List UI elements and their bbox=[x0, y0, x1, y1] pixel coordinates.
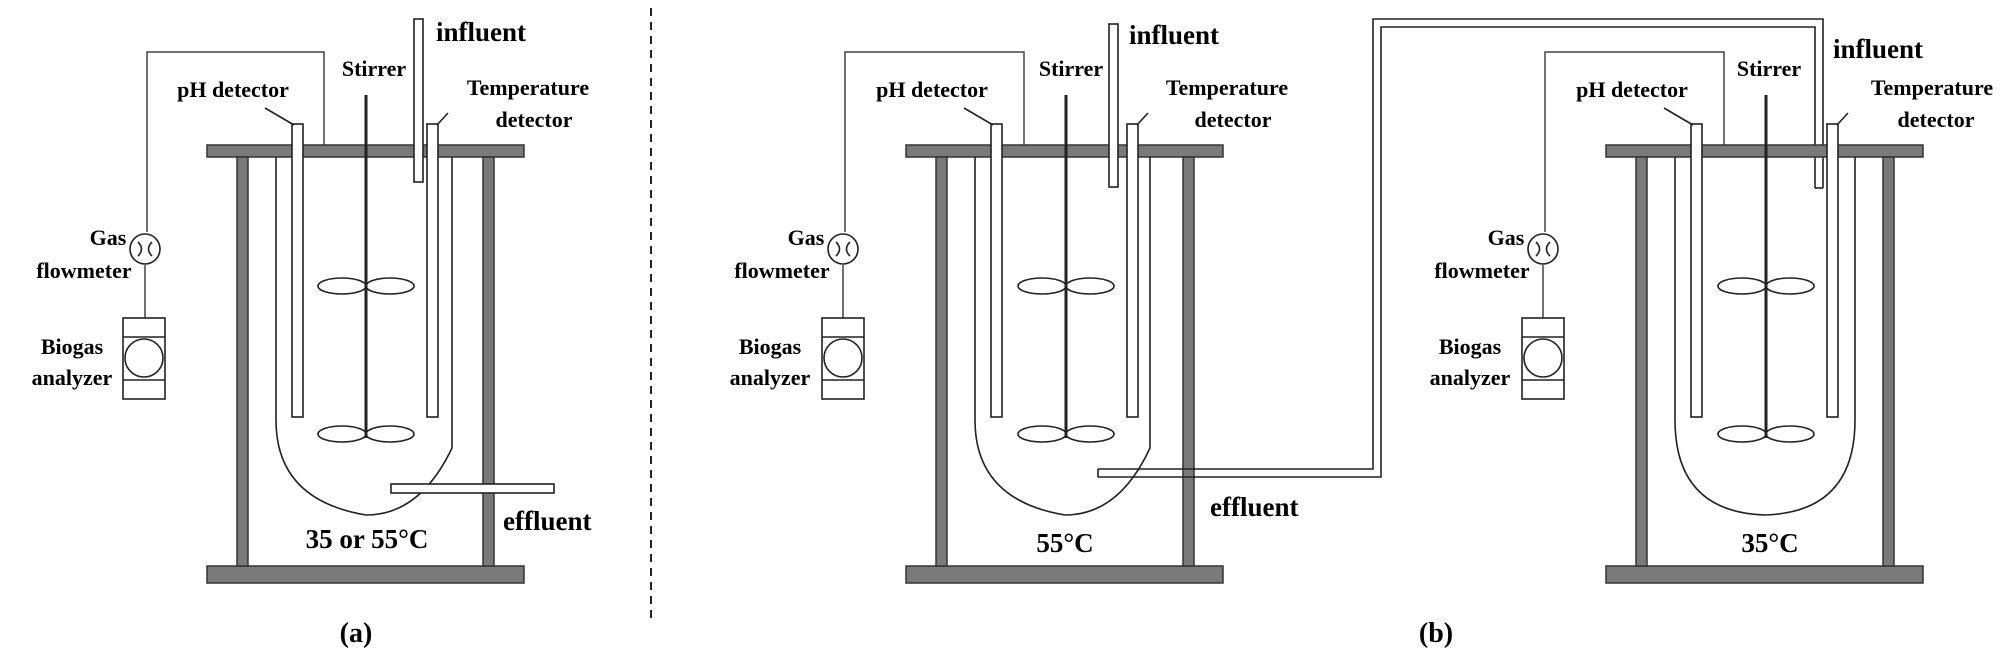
ph-probe-a bbox=[291, 123, 304, 418]
influent-pipe-a bbox=[413, 18, 424, 183]
bottom-plate-b-left bbox=[905, 565, 1224, 584]
stirrer-label-a: Stirrer bbox=[342, 56, 407, 81]
influent-label-b-left: influent bbox=[1129, 20, 1219, 50]
panel-b-right-reactor: Gas flowmeter Biogas analyzer pH detecto… bbox=[1430, 34, 1993, 584]
gas-label-b-left: Gas bbox=[788, 225, 825, 250]
ph-detector-label-b-left: pH detector bbox=[876, 77, 988, 102]
effluent-label-a: effluent bbox=[503, 506, 591, 536]
influent-label-a: influent bbox=[436, 17, 526, 47]
biogas-label-b-right: Biogas bbox=[1439, 334, 1502, 359]
stirrer-blade-icon-a bbox=[317, 277, 415, 443]
flowmeter-label-b-left: flowmeter bbox=[734, 258, 830, 283]
left-wall-b-right bbox=[1635, 156, 1648, 567]
gas-label-b-right: Gas bbox=[1488, 225, 1525, 250]
detector-label-b-left: detector bbox=[1195, 107, 1272, 132]
flowmeter-label-a: flowmeter bbox=[36, 258, 132, 283]
temperature-probe-b-right bbox=[1826, 123, 1839, 418]
panel-a: Gas flowmeter Biogas analyzer pH detecto… bbox=[32, 17, 592, 649]
gas-flowmeter-icon-b-left bbox=[827, 233, 859, 265]
temperature-label-a: Temperature bbox=[467, 75, 589, 100]
temp-setting-label-a: 35 or 55°C bbox=[306, 524, 429, 554]
transfer-pipe bbox=[1097, 18, 1824, 478]
temp-setting-label-b-right: 35°C bbox=[1741, 528, 1798, 558]
panel-b-left-reactor: Gas flowmeter Biogas analyzer pH detecto… bbox=[730, 20, 1298, 584]
stirrer-blade-icon-b-right bbox=[1717, 277, 1815, 443]
stirrer-label-b-left: Stirrer bbox=[1039, 56, 1104, 81]
influent-label-b-right: influent bbox=[1833, 34, 1923, 64]
temperature-label-b-left: Temperature bbox=[1166, 75, 1288, 100]
bottom-plate-a bbox=[206, 565, 525, 584]
influent-pipe-b-left bbox=[1108, 23, 1119, 188]
gas-label-a: Gas bbox=[90, 225, 127, 250]
gas-line-a bbox=[146, 51, 325, 232]
analyzer-label-a: analyzer bbox=[32, 365, 113, 390]
left-wall-b-left bbox=[935, 156, 948, 567]
temperature-probe-a bbox=[426, 123, 439, 418]
ph-probe-b-right bbox=[1690, 123, 1703, 418]
biogas-analyzer-icon-a bbox=[122, 317, 166, 400]
biogas-label-a: Biogas bbox=[41, 334, 104, 359]
vessel-b-right bbox=[1674, 157, 1856, 516]
right-wall-a bbox=[482, 156, 495, 567]
temperature-label-b-right: Temperature bbox=[1871, 75, 1993, 100]
gas-flowmeter-icon-a bbox=[129, 233, 161, 265]
flowmeter-label-b-right: flowmeter bbox=[1434, 258, 1530, 283]
bottom-plate-b-right bbox=[1605, 565, 1924, 584]
ph-detector-label-b-right: pH detector bbox=[1576, 77, 1688, 102]
caption-a: (a) bbox=[340, 618, 373, 649]
right-wall-b-right bbox=[1882, 156, 1895, 567]
stirrer-blade-icon-b-left bbox=[1017, 277, 1115, 443]
right-wall-b-left bbox=[1182, 156, 1195, 567]
biogas-analyzer-icon-b-left bbox=[821, 317, 865, 400]
analyzer-label-b-right: analyzer bbox=[1430, 365, 1511, 390]
stirrer-label-b-right: Stirrer bbox=[1737, 56, 1802, 81]
caption-b: (b) bbox=[1419, 618, 1453, 649]
biogas-analyzer-icon-b-right bbox=[1521, 317, 1565, 400]
gas-flowmeter-icon-b-right bbox=[1527, 233, 1559, 265]
temperature-probe-b-left bbox=[1126, 123, 1139, 418]
effluent-label-b-left: effluent bbox=[1210, 492, 1298, 522]
biogas-label-b-left: Biogas bbox=[739, 334, 802, 359]
detector-label-a: detector bbox=[496, 107, 573, 132]
left-wall-a bbox=[236, 156, 249, 567]
detector-label-b-right: detector bbox=[1898, 107, 1975, 132]
ph-probe-b-left bbox=[990, 123, 1003, 418]
vessel-a bbox=[275, 157, 453, 516]
effluent-pipe-a bbox=[390, 483, 555, 494]
vessel-b-left bbox=[974, 157, 1151, 516]
ph-detector-label-a: pH detector bbox=[177, 77, 289, 102]
temp-setting-label-b-left: 55°C bbox=[1036, 528, 1093, 558]
analyzer-label-b-left: analyzer bbox=[730, 365, 811, 390]
